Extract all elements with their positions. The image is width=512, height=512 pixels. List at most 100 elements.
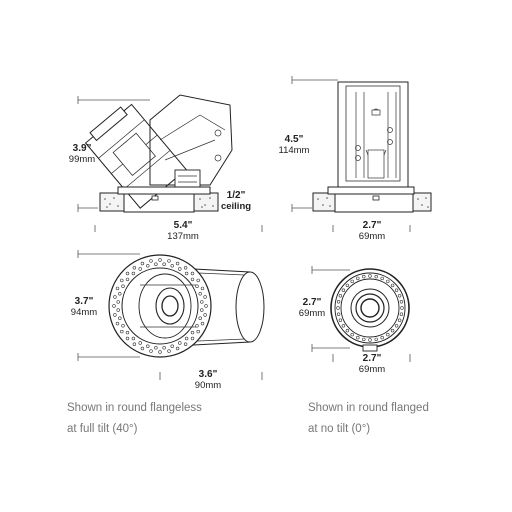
perforation-dot [200,321,205,326]
caption-flanged: Shown in round flanged at no tilt (0°) [308,402,429,435]
perforation-dot [118,292,122,296]
perforation-dot [362,337,366,342]
perforation-dot [190,271,195,276]
perforation-dot [203,295,207,299]
perforation-dot [116,308,120,312]
perforation-dot [115,286,120,291]
perforation-dot [140,346,145,351]
perforation-dot [195,324,199,328]
perforation-dot [195,284,199,288]
perforation-dot [341,288,346,292]
perforation-dot [154,346,158,350]
perforation-dot [336,306,340,310]
perforation-dot [368,274,372,278]
flanged-height-label: 2.7" 69mm [298,297,326,319]
perforation-dot [140,261,145,266]
perforation-dot [170,264,174,268]
perforation-dot [158,258,162,262]
top-view-flangeless [77,250,265,380]
perforation-dot [336,312,341,316]
perforation-dot [390,328,395,333]
perforation-dot [350,332,354,337]
perforation-dot [170,344,174,348]
side-height-label: 3.9" 99mm [68,143,96,165]
perforation-dot [183,342,188,346]
caption-flangeless: Shown in round flangeless at full tilt (… [67,402,202,435]
flanged-width-label: 2.7" 69mm [358,353,386,375]
flangeless-diameter-label: 3.7" 94mm [70,296,98,318]
perforation-dot [338,318,343,322]
perforation-dot [196,329,200,334]
perforation-dot [198,316,202,320]
perforation-dot [397,318,402,322]
perforation-dot [184,336,189,341]
perforation-dot [386,332,390,337]
perforation-dot [113,295,117,299]
perforation-dot [397,294,402,298]
perforation-dot [380,335,384,340]
perforation-dot [178,267,182,271]
perforation-dot [190,277,195,282]
perforation-dot [394,288,399,292]
perforation-dot [146,264,150,268]
perforation-dot [190,336,195,341]
perforation-dot [336,300,341,304]
perforation-dot [380,276,384,281]
perforation-dot [132,342,137,346]
perforation-dot [125,330,130,335]
perforation-dot [350,279,354,284]
perforation-dot [115,321,120,326]
perforation-dot [200,308,204,312]
side-length-label: 5.4" 137mm [167,220,199,242]
front-height-label: 4.5" 114mm [278,134,310,156]
perforation-dot [399,300,404,304]
perforation-dot [184,271,189,276]
perforation-dot [120,329,124,334]
perforation-dot [138,341,142,345]
perforation-dot [374,337,378,342]
perforation-dot [158,350,162,354]
perforation-dot [125,271,130,276]
perforation-dot [200,286,205,291]
perforation-dot [368,338,372,342]
perforation-dot [338,294,343,298]
perforation-dot [362,274,366,279]
top-view-flanged [311,266,411,362]
perforation-dot [178,341,182,345]
side-view-tilted [77,94,263,232]
perforation-dot [183,266,188,270]
perforation-dot [125,336,130,341]
perforation-dot [190,330,195,335]
perforation-dot [341,324,346,328]
perforation-dot [386,279,390,284]
perforation-dot [162,346,166,350]
perforation-dot [121,284,125,288]
perforation-dot [167,349,171,353]
perforation-dot [121,324,125,328]
perforation-dot [154,262,158,266]
perforation-dot [356,276,360,281]
perforation-dot [125,277,130,282]
perforation-dot [146,344,150,348]
perforation-dot [131,336,136,341]
perforation-dot [138,267,142,271]
perforation-dot [118,316,122,320]
perforation-dot [203,313,207,317]
perforation-dot [120,278,124,283]
perforation-dot [204,304,208,308]
perforation-dot [167,259,171,263]
perforation-dot [356,335,360,340]
perforation-dot [149,259,153,263]
perforation-dot [112,304,116,308]
perforation-dot [399,312,404,316]
perforation-dot [131,271,136,276]
front-view [291,76,432,232]
perforation-dot [198,292,202,296]
perforation-dot [400,306,404,310]
perforation-dot [175,261,180,266]
perforation-dot [390,283,395,288]
perforation-dot [394,324,399,328]
flangeless-depth-label: 3.6" 90mm [194,369,222,391]
perforation-dot [175,346,180,351]
